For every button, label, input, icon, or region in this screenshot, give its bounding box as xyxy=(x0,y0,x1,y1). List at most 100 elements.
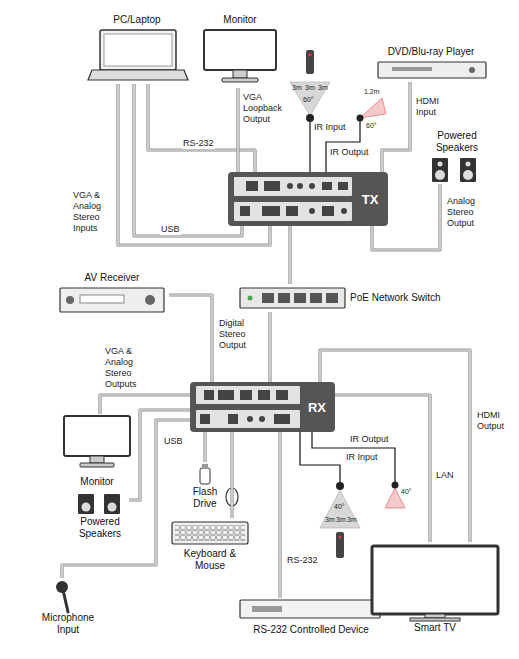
device-label: Flash Drive xyxy=(182,486,228,510)
tx-unit xyxy=(228,172,388,226)
keyboard-icon-part xyxy=(172,522,248,544)
dvd-player-icon-part xyxy=(469,67,475,73)
rx-unit-part xyxy=(204,390,214,400)
cable-connector xyxy=(129,410,190,500)
rs232-device-icon-part xyxy=(252,606,282,612)
device-label: Smart TV xyxy=(366,622,504,634)
device-node: TX xyxy=(228,172,388,226)
monitor-icon-part xyxy=(222,78,258,82)
cable-connector xyxy=(169,295,212,382)
cable-core xyxy=(372,184,440,250)
cable-outline xyxy=(169,295,212,382)
av-receiver-icon-part xyxy=(145,295,155,305)
cable-label: USB xyxy=(160,224,181,235)
rx-unit-part xyxy=(258,390,270,400)
network-switch-icon xyxy=(240,288,345,308)
rx-unit-part xyxy=(196,386,300,404)
cable-outline xyxy=(236,88,239,172)
tx-unit-part xyxy=(287,183,293,189)
cable-label: VGA Loopback Output xyxy=(242,92,284,125)
tx-unit-part xyxy=(322,182,332,190)
cable-core xyxy=(279,432,280,598)
cable-connector xyxy=(270,312,271,382)
ir-bottom-part xyxy=(336,532,344,558)
speaker-icon-part xyxy=(463,170,473,180)
cable-outline xyxy=(134,84,242,236)
cable-label: RS-232 xyxy=(182,138,215,149)
cable-connector xyxy=(148,84,255,172)
ir-bottom-part xyxy=(300,432,340,482)
network-switch-icon-part xyxy=(262,293,274,303)
ir-top-part xyxy=(360,98,386,118)
speaker-icon-part xyxy=(82,503,91,512)
monitor-icon-part xyxy=(204,30,276,70)
cable-outline xyxy=(278,432,281,598)
tx-unit-part xyxy=(264,181,280,191)
rx-unit-part xyxy=(259,416,265,422)
cable-label: HDMI Input xyxy=(415,96,457,118)
tx-unit-part xyxy=(286,206,298,216)
cable-label: Analog Stereo Output xyxy=(446,196,494,229)
cable-outline xyxy=(320,350,470,542)
tx-unit-part xyxy=(338,182,348,190)
rx-unit-part xyxy=(196,410,300,428)
microphone-icon-part xyxy=(56,581,68,593)
cable-core xyxy=(204,432,205,462)
tx-unit-part xyxy=(246,181,258,191)
cable-core xyxy=(320,350,470,542)
device-node: Microphone Input xyxy=(28,578,108,637)
network-switch-icon-part xyxy=(310,293,322,303)
rx-unit-part xyxy=(190,382,335,432)
cable-connector xyxy=(335,395,430,542)
device-label: Monitor xyxy=(60,476,134,488)
cable-label: RS-232 xyxy=(286,555,319,566)
laptop-icon xyxy=(88,30,188,80)
tx-unit-part xyxy=(240,206,250,216)
device-label: Powered Speakers xyxy=(425,130,489,154)
ir-label: IR Output xyxy=(350,434,389,445)
device-node: RX xyxy=(190,382,335,432)
cable-core xyxy=(237,88,238,172)
rx-unit-part xyxy=(218,390,234,400)
ir-top-part xyxy=(309,122,310,172)
microphone-icon xyxy=(56,581,68,612)
cable-core xyxy=(62,420,190,578)
cable-connector xyxy=(290,226,291,284)
dimension-label: 3m xyxy=(305,84,315,92)
cable-outline xyxy=(129,410,190,500)
rx-unit-part xyxy=(200,414,210,424)
device-label: Keyboard & Mouse xyxy=(168,548,252,572)
dvd-player-icon xyxy=(378,62,486,78)
cable-connector xyxy=(382,82,410,172)
rx-unit-part xyxy=(240,390,252,400)
cable-core xyxy=(269,312,270,382)
ir-top-part xyxy=(306,50,314,74)
dimension-label: 3m xyxy=(325,516,335,524)
tx-unit-part xyxy=(234,202,352,221)
ir-bottom-part xyxy=(392,482,399,489)
device-node: AV Receiver xyxy=(56,272,169,316)
speaker-icon-part xyxy=(460,158,476,182)
cable-connector xyxy=(372,184,440,250)
cable-outline xyxy=(372,184,440,250)
ir-top-part xyxy=(306,114,314,122)
av-receiver-icon-part xyxy=(60,288,164,312)
cable-label: HDMI Output xyxy=(476,410,518,432)
device-label: RS-232 Controlled Device xyxy=(236,624,386,636)
laptop-icon-part xyxy=(104,34,172,66)
cable-connector xyxy=(134,84,242,236)
cable-outline xyxy=(148,84,255,172)
speaker-icon-part xyxy=(104,494,120,514)
device-node: Monitor xyxy=(60,414,135,490)
dimension-label: 3m xyxy=(292,84,302,92)
flash-drive-icon-part xyxy=(200,468,210,484)
speaker-icon-part xyxy=(78,494,94,514)
device-node: Smart TV xyxy=(366,542,505,638)
network-switch-icon-part xyxy=(248,296,253,301)
device-label: Powered Speakers xyxy=(72,516,128,540)
cable-label: LAN xyxy=(435,470,455,481)
speaker-icon xyxy=(78,494,120,514)
dimension-label: 1.2m xyxy=(364,88,380,96)
ir-bottom-part xyxy=(336,482,344,490)
